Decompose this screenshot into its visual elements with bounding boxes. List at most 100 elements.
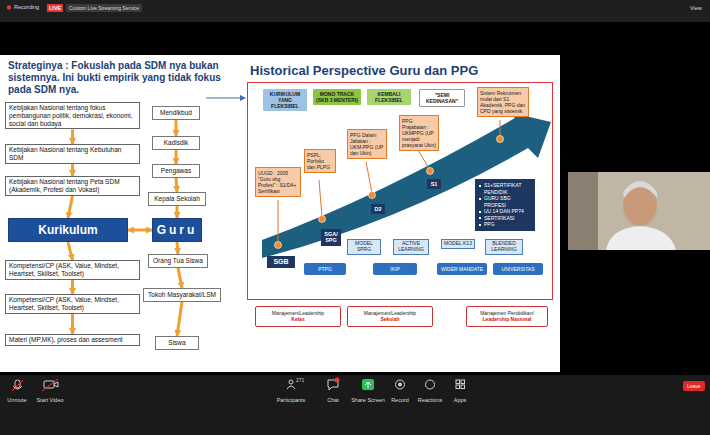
node-text: UNIVERSITAS [495,266,541,272]
node-text: UUGD : 2005 "Guru sbg Profesi" : S1/D4+ … [258,170,298,194]
management-box: Manajemen/LeadershipSekolah [347,306,433,327]
node-text: Kebijakan Nasional tentang Kebutuhan SDM [9,146,136,162]
node-text: MODEL SPRG [349,241,379,253]
model-box: MODEL SPRG [347,239,381,255]
bullet-row: UU 14 DAN PP74 [479,208,532,215]
node-text: PSPL, Porfolio dan PLPG [307,152,333,170]
view-button: View [690,5,702,11]
node-text: SGB [268,258,294,266]
policy-box: Kompetensi/CP (ASK, Value, Mindset, Hear… [5,294,140,314]
node-text: GURU SBG PROFESI [484,195,532,208]
node-text: Sistem Rekrutmen mulai dari S1 Akademik,… [480,90,526,114]
role-box: Orang Tua Siswa [148,254,208,268]
bullet-row: S1+SERTIFIKAT PENDIDIK [479,182,532,195]
node-text: ACTIVE LEARNING [395,241,427,253]
callout-box: UUGD : 2005 "Guru sbg Profesi" : S1/D4+ … [255,167,301,197]
institution-button: IKIP [373,263,417,275]
policy-box: Kebijakan Nasional tentang Peta SDM (Aka… [5,176,140,196]
bullet-dot [479,224,481,226]
node-text: SGA/ SPG [322,231,340,244]
history-frame: Historical Perspective Guru dan PPGKURIK… [247,82,553,300]
node-text: MONO TRACK (SKB 3 MENTERI) [316,91,358,103]
toolbar-label: Unmute [7,397,26,403]
node-text: Tokoh Masyarakat/LSM [146,291,218,299]
node-text: IKIP [375,266,415,272]
node-text: "SEMI KEDINASAN" [423,92,461,104]
policy-box: Kompetensi/CP (ASK, Value, Mindset, Hear… [5,260,140,280]
bullet-row: GURU SBG PROFESI [479,195,532,208]
flow-arrow [177,242,178,254]
node-text: KEMBALI FLEKSIBEL [370,91,408,103]
toolbar-label: Chat [327,397,339,403]
node-text: MODEL K13 [443,241,473,247]
flow-arrow [68,242,73,260]
model-box: MODEL K13 [441,239,475,249]
role-box: Kadisdik [152,136,200,150]
node-text: Manajemen/Leadership [259,310,337,316]
participant-count: 271 [296,377,304,383]
bullet-dot [479,211,481,213]
node-text: Kepala Sekolah [151,195,203,203]
toolbar-label: Share Screen [351,397,385,403]
live-badge: LIVE [47,4,63,12]
node-text: Pengawas [155,167,197,175]
toolbar-label: Apps [454,397,467,403]
policy-box: Kebijakan Nasional tentang Kebutuhan SDM [5,144,140,164]
band-box: Guru [152,218,202,242]
node-text: Guru [155,223,199,237]
node-text: Manajemen/Leadership [351,310,429,316]
node-text: PPG Prajabatan : UKMPPG (UP menjadi pras… [402,118,436,148]
flow-arrow [176,178,177,192]
flow-arrow [68,196,73,218]
node-text: Siswa [158,339,196,347]
callout-box: PPG Dalam Jabatan : UKM-PPG (UP dan Ukin… [347,129,387,159]
role-box: Siswa [155,336,199,350]
bullet-dot [479,217,481,219]
node-text: PTPG [306,266,344,272]
institution-button: WIDER MANDATE [437,263,487,275]
node-text: Kurikulum [11,223,125,237]
toolbar-label: Record [391,397,409,403]
role-box: Kepala Sekolah [148,192,206,206]
node-text: PPG [484,221,495,228]
toolbar-label: Participants [277,397,306,403]
policy-box: Materi (MP,MK), proses dan assesment [5,334,140,346]
node-text: Orang Tua Siswa [151,257,205,265]
node-text: D2 [372,206,384,212]
node-text: S1 [428,181,440,187]
flow-arrow [175,120,178,136]
node-text: WIDER MANDATE [439,266,485,272]
summary-box: S1+SERTIFIKAT PENDIDIKGURU SBG PROFESIUU… [475,179,535,231]
role-box: Mendikbud [152,106,200,120]
institution-button: UNIVERSITAS [493,263,543,275]
leave-button: Leave [683,381,705,391]
stage-tag: SGA/ SPG [321,229,341,246]
era-chevron: KEMBALI FLEKSIBEL [367,89,411,105]
era-chevron: KURIKULUM YANG FLEKSIBEL [263,89,307,111]
node-text: Leadership Nasional [470,316,544,322]
flow-arrow [178,268,182,288]
node-text: SERTIFIKASI [484,215,514,222]
role-box: Pengawas [152,164,200,178]
toolbar-label: Start Video [36,397,63,403]
node-text: BLENDED LEARNING [487,241,521,253]
node-text: PPG Dalam Jabatan : UKM-PPG (UP dan Ukin… [350,132,384,156]
band-box: Kurikulum [8,218,128,242]
bullet-row: PPG [479,221,532,228]
model-box: ACTIVE LEARNING [393,239,429,255]
node-text: KURIKULUM YANG FLEKSIBEL [266,91,304,109]
status-text: Recording [14,4,39,10]
callout-box: Sistem Rekrutmen mulai dari S1 Akademik,… [477,87,529,117]
flow-arrow [177,302,182,336]
stream-service: Custom Live Streaming Service [66,4,142,12]
node-text: Mendikbud [155,109,197,117]
role-box: Tokoh Masyarakat/LSM [143,288,221,302]
flow-arrow [128,229,152,232]
flow-arrow [71,129,74,144]
model-box: BLENDED LEARNING [485,239,523,255]
stage-tag: S1 [427,179,441,189]
node-text: Kompetensi/CP (ASK, Value, Mindset, Hear… [9,262,136,278]
node-text: UU 14 DAN PP74 [484,208,524,215]
node-text: S1+SERTIFIKAT PENDIDIK [484,182,532,195]
slide-title: Strateginya : Fokuslah pada SDM nya buka… [8,60,243,96]
